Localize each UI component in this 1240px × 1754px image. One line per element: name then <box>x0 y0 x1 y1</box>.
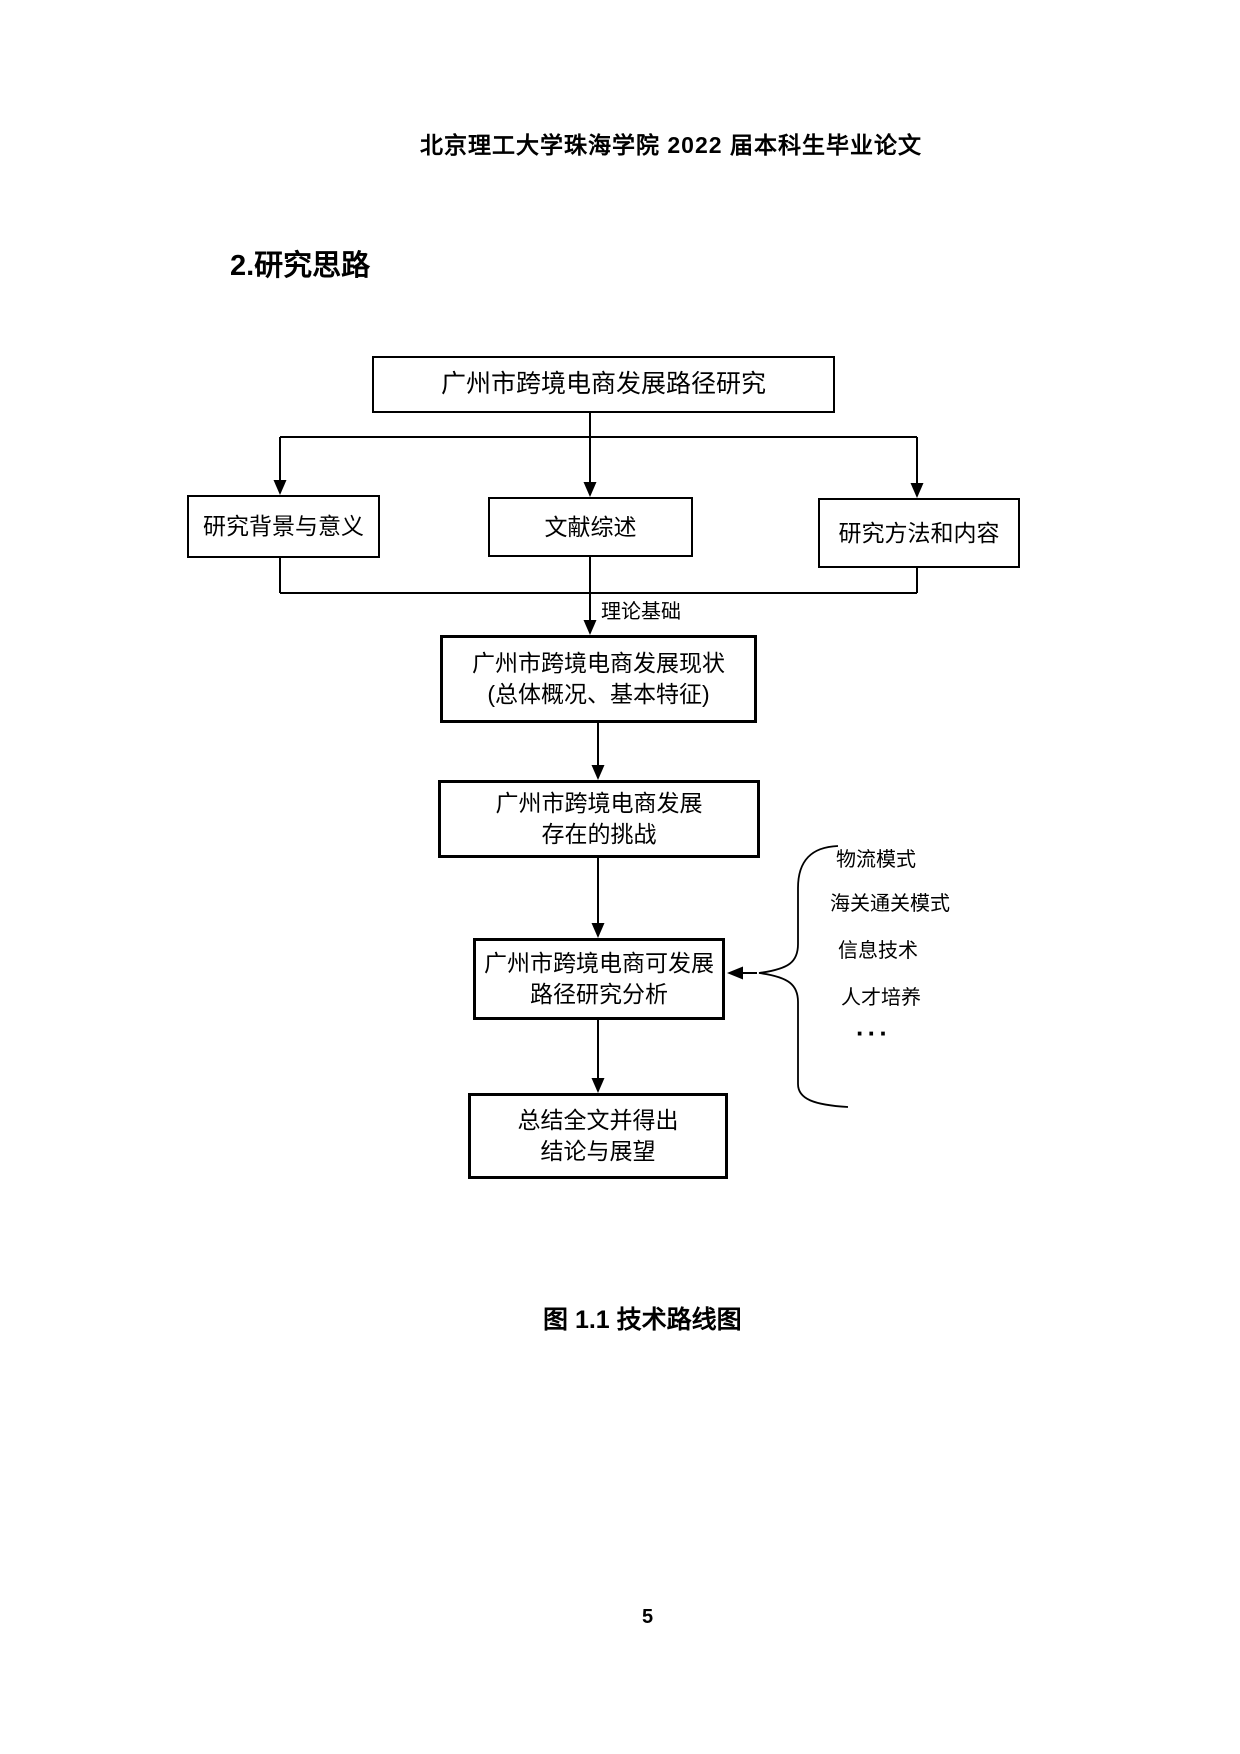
aspect-information-tech: 信息技术 <box>838 940 918 962</box>
page-number: 5 <box>642 1606 654 1628</box>
node-background: 研究背景与意义 <box>187 495 380 558</box>
node-status-line2: (总体概况、基本特征) <box>487 681 710 707</box>
node-path-analysis-line1: 广州市跨境电商可发展 <box>484 950 714 976</box>
figure-caption: 图 1.1 技术路线图 <box>543 1306 742 1334</box>
node-methods: 研究方法和内容 <box>818 498 1020 568</box>
node-conclusion: 总结全文并得出 结论与展望 <box>468 1093 728 1179</box>
arrowhead-branch-mid <box>583 482 597 497</box>
page-header: 北京理工大学珠海学院 2022 届本科生毕业论文 <box>420 132 922 158</box>
node-literature-review: 文献综述 <box>488 497 693 557</box>
arrowhead-path <box>591 923 605 938</box>
node-path-analysis-line2: 路径研究分析 <box>530 981 668 1007</box>
node-challenges-line2: 存在的挑战 <box>541 821 657 847</box>
node-conclusion-line1: 总结全文并得出 <box>517 1107 679 1133</box>
node-root: 广州市跨境电商发展路径研究 <box>372 356 835 413</box>
node-path-analysis: 广州市跨境电商可发展 路径研究分析 <box>473 938 725 1020</box>
aspects-brace <box>758 845 849 1108</box>
node-challenges: 广州市跨境电商发展 存在的挑战 <box>438 780 760 858</box>
aspect-ellipsis: ··· <box>856 1018 891 1048</box>
arrowhead-theory <box>583 620 597 635</box>
arrowhead-branch-right <box>910 483 924 498</box>
arrowhead-branch-left <box>273 480 287 495</box>
section-heading: 2.研究思路 <box>230 250 371 282</box>
node-status: 广州市跨境电商发展现状 (总体概况、基本特征) <box>440 635 757 723</box>
node-challenges-line1: 广州市跨境电商发展 <box>495 790 703 816</box>
node-status-line1: 广州市跨境电商发展现状 <box>472 650 725 676</box>
aspect-talent: 人才培养 <box>841 987 921 1009</box>
aspect-logistics: 物流模式 <box>836 849 916 871</box>
theory-basis-label: 理论基础 <box>601 601 681 623</box>
node-conclusion-line2: 结论与展望 <box>540 1138 656 1164</box>
arrowhead-conclusion <box>591 1078 605 1093</box>
arrowhead-challenge <box>591 765 605 780</box>
aspect-customs: 海关通关模式 <box>830 893 950 915</box>
arrowhead-brace <box>727 966 743 980</box>
